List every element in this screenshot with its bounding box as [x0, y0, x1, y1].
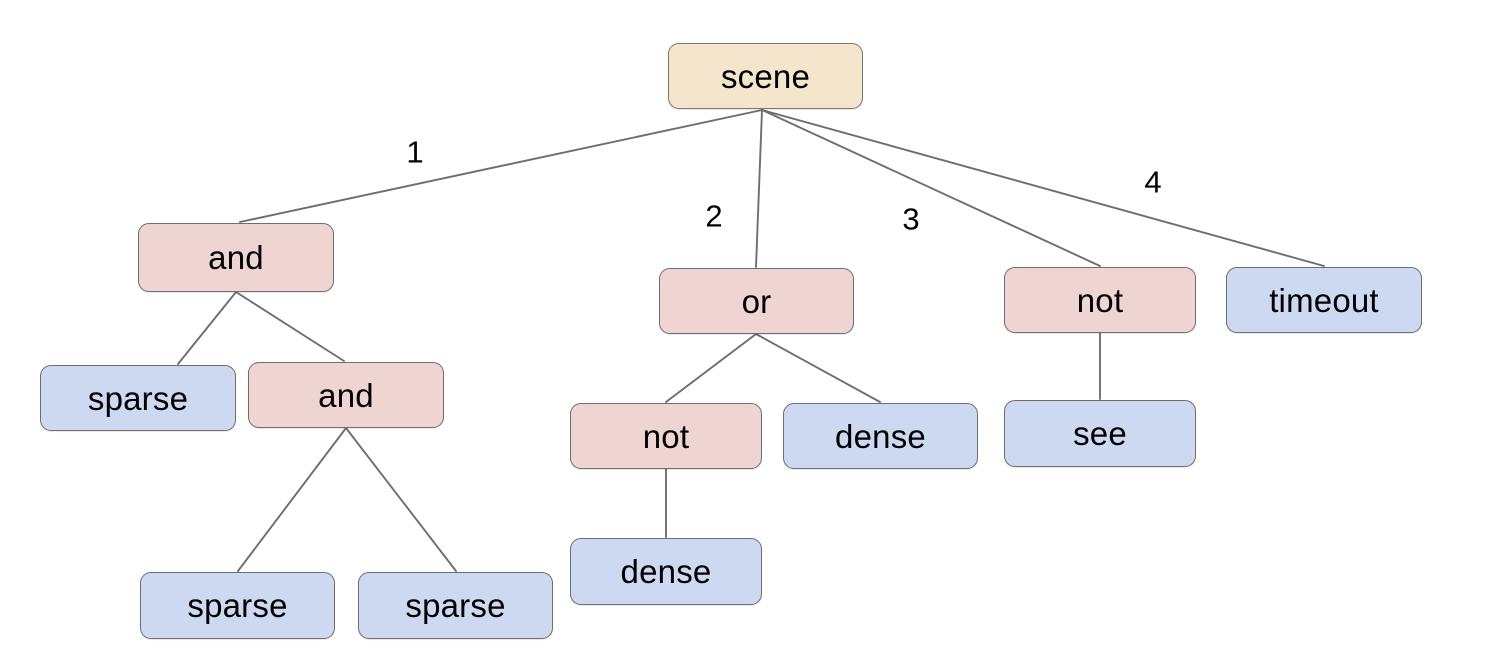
- tree-node-label: see: [1073, 415, 1127, 452]
- tree-node-label: sparse: [405, 587, 506, 624]
- tree-node-sparseC[interactable]: sparse: [358, 572, 553, 639]
- edge-and1-to-and2: [235, 291, 345, 362]
- edge-scene-to-timeout: [761, 109, 1325, 267]
- tree-node-and1[interactable]: and: [138, 223, 334, 292]
- tree-node-not2[interactable]: not: [570, 403, 762, 469]
- tree-node-label: sparse: [87, 379, 189, 417]
- tree-node-label: timeout: [1269, 281, 1379, 319]
- edge-scene-to-not3: [761, 109, 1101, 267]
- tree-node-scene[interactable]: scene: [668, 43, 863, 109]
- tree-node-and2[interactable]: and: [248, 362, 444, 428]
- tree-node-denseB[interactable]: dense: [570, 538, 762, 605]
- edge-order-label-3: 3: [902, 201, 920, 237]
- edge-order-label-4: 4: [1144, 164, 1162, 200]
- tree-node-label: sparse: [187, 587, 288, 624]
- edge-scene-to-and1: [239, 109, 763, 223]
- tree-node-label: not: [1076, 281, 1124, 319]
- tree-node-label: dense: [835, 417, 926, 455]
- tree-node-sparseB[interactable]: sparse: [140, 572, 335, 639]
- tree-node-label: not: [642, 417, 690, 455]
- edge-and2-to-sparseB: [237, 427, 347, 572]
- edge-order-label-2: 2: [705, 198, 723, 234]
- tree-node-see[interactable]: see: [1004, 400, 1196, 467]
- tree-node-label: scene: [720, 57, 811, 95]
- tree-node-label: or: [741, 282, 772, 320]
- edge-order-label-1: 1: [406, 134, 424, 170]
- tree-node-sparseA[interactable]: sparse: [40, 365, 236, 431]
- tree-node-or1[interactable]: or: [659, 268, 854, 334]
- edge-and2-to-sparseC: [345, 427, 457, 572]
- edge-or1-to-denseA: [755, 333, 881, 403]
- tree-node-label: and: [208, 239, 264, 276]
- edge-or1-to-not2: [665, 333, 757, 403]
- tree-node-label: dense: [620, 553, 712, 590]
- tree-node-not3[interactable]: not: [1004, 267, 1196, 333]
- tree-node-label: and: [318, 376, 374, 414]
- edge-and1-to-sparseA: [177, 291, 237, 365]
- tree-node-denseA[interactable]: dense: [783, 403, 978, 469]
- tree-node-timeout[interactable]: timeout: [1226, 267, 1422, 333]
- edge-scene-to-or1: [755, 109, 763, 268]
